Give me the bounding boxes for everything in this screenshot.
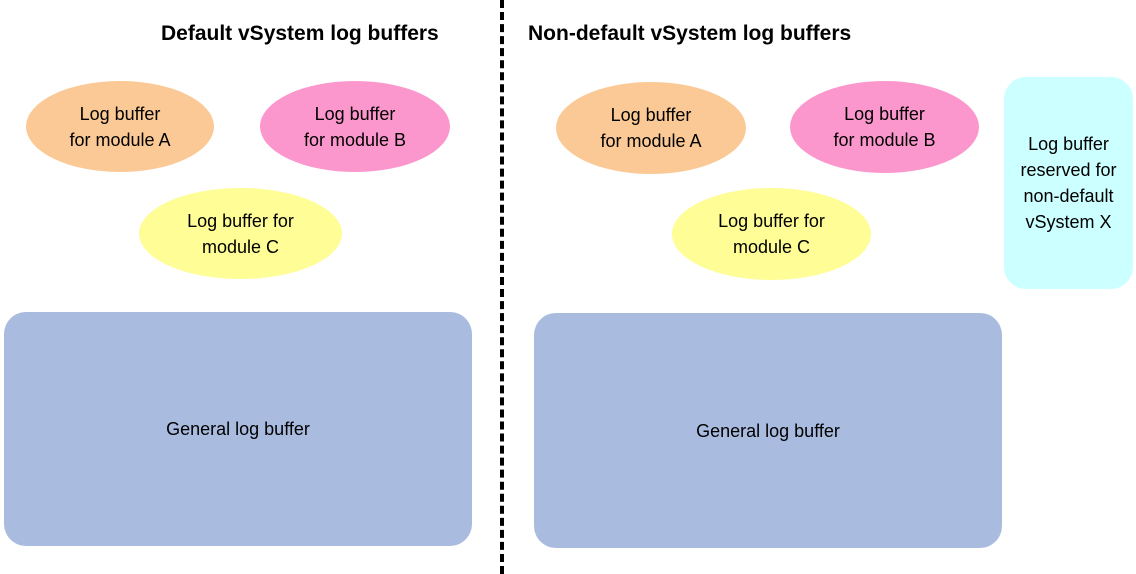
left-module-a-label: Log buffer for module A <box>69 103 171 150</box>
right-module-a-buffer: Log buffer for module A <box>556 82 746 174</box>
left-module-a-buffer: Log buffer for module A <box>26 81 214 172</box>
right-module-a-label: Log buffer for module A <box>600 105 702 151</box>
right-general-buffer: General log buffer <box>534 313 1002 548</box>
left-general-buffer: General log buffer <box>4 312 472 546</box>
right-module-c-label: Log buffer for module C <box>718 211 825 257</box>
left-module-b-label: Log buffer for module B <box>303 103 407 150</box>
dashed-divider <box>500 0 504 574</box>
right-module-b-label: Log buffer for module B <box>833 104 936 150</box>
left-module-c-buffer: Log buffer for module C <box>139 188 342 279</box>
reserved-vsystem-x-buffer: Log buffer reserved for non-default vSys… <box>1004 77 1133 289</box>
left-module-c-label: Log buffer for module C <box>187 210 294 257</box>
non-default-vsystem-title: Non-default vSystem log buffers <box>528 22 852 45</box>
right-module-b-buffer: Log buffer for module B <box>790 81 979 173</box>
reserved-vsystem-x-label: Log buffer reserved for non-default vSys… <box>1020 134 1117 232</box>
right-general-label: General log buffer <box>696 420 840 441</box>
default-vsystem-title: Default vSystem log buffers <box>161 22 439 45</box>
left-general-label: General log buffer <box>166 419 310 439</box>
right-module-c-buffer: Log buffer for module C <box>672 188 871 280</box>
left-module-b-buffer: Log buffer for module B <box>260 81 450 172</box>
